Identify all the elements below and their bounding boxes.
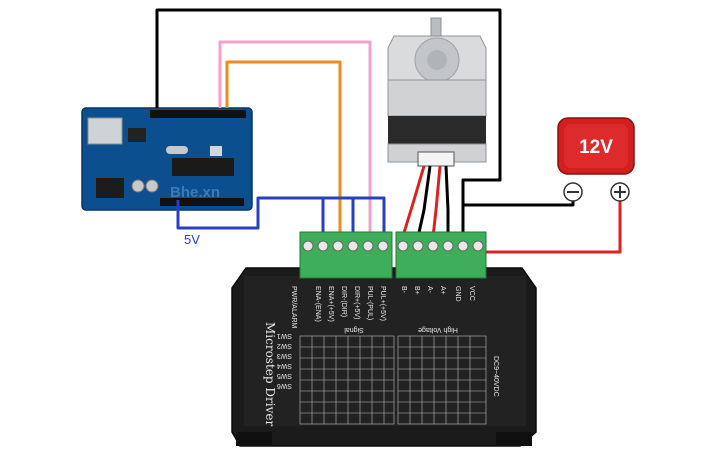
signal-terminal-label: ENA-(ENA) xyxy=(314,286,321,322)
crystal xyxy=(166,146,188,154)
usb-chip xyxy=(128,128,146,142)
switch-label: SW5 xyxy=(277,372,292,379)
mcu-chip xyxy=(172,158,234,176)
power-group-label: High Voltage xyxy=(418,326,458,333)
arduino-board: Bhe.xn xyxy=(81,107,253,211)
switch-label: SW1 xyxy=(277,332,292,339)
microstep-table xyxy=(299,335,487,425)
wires xyxy=(155,8,622,254)
signal-terminal-label: DIR+(+5V) xyxy=(353,286,360,319)
signal-terminal-label: DIR-(DIR) xyxy=(340,286,347,317)
wire-pink xyxy=(218,40,372,246)
signal-terminal-label: PUL+(+5V) xyxy=(379,286,386,321)
switch-label: SW2 xyxy=(277,342,292,349)
digital-header xyxy=(150,110,246,118)
signal-group-label: Signal xyxy=(344,326,364,333)
motor-connector xyxy=(417,151,455,167)
wire-blue-5v xyxy=(176,196,386,246)
power-terminal-block xyxy=(395,231,487,279)
motor-stator xyxy=(388,116,486,144)
wire-black-gnd xyxy=(155,8,502,250)
signal-terminal-block xyxy=(299,231,393,279)
usb-connector xyxy=(87,117,123,145)
power-terminal-label: B+ xyxy=(413,286,420,295)
signal-terminal-label: ENA+(+5V) xyxy=(327,286,334,322)
signal-terminal-label: PUL-(PUL) xyxy=(366,286,373,320)
alarm-label: PWR/ALARM xyxy=(290,286,297,329)
wire-motor-a xyxy=(398,165,426,247)
driver-title: Microstep Driver xyxy=(263,322,277,426)
switch-labels: SW1 SW2 SW3 SW4 SW5 SW6 xyxy=(277,332,292,389)
wire-supply-negative xyxy=(463,196,575,207)
mounting-foot xyxy=(236,432,272,446)
watermark: Bhe.xn xyxy=(170,184,220,201)
terminal-screws xyxy=(302,240,484,252)
wire-supply-positive xyxy=(478,200,622,254)
switch-label: SW3 xyxy=(277,352,292,359)
dc-jack xyxy=(96,178,124,198)
power-terminal-label: B- xyxy=(400,286,407,294)
microstep-driver: PWR/ALARM ENA-(ENA) ENA+(+5V) DIR-(DIR) … xyxy=(231,231,537,447)
logic-voltage-label: 5V xyxy=(184,232,200,247)
capacitor xyxy=(145,179,159,193)
switch-label: SW4 xyxy=(277,362,292,369)
wire-orange xyxy=(225,60,342,246)
reset-button xyxy=(210,146,222,156)
capacitor xyxy=(131,179,145,193)
voltage-range-label: DC9~40VDC xyxy=(492,356,499,397)
power-header xyxy=(160,198,244,206)
mounting-foot xyxy=(496,432,532,446)
power-terminal-label: A- xyxy=(426,286,433,294)
power-terminal-label: VCC xyxy=(468,286,475,301)
power-supply: 12V xyxy=(557,117,635,202)
switch-label: SW6 xyxy=(277,382,292,389)
power-terminal-label: GND xyxy=(454,286,461,302)
power-terminal-label: A+ xyxy=(439,286,446,295)
stepper-motor xyxy=(387,17,487,167)
supply-voltage-label: 12V xyxy=(579,137,613,158)
